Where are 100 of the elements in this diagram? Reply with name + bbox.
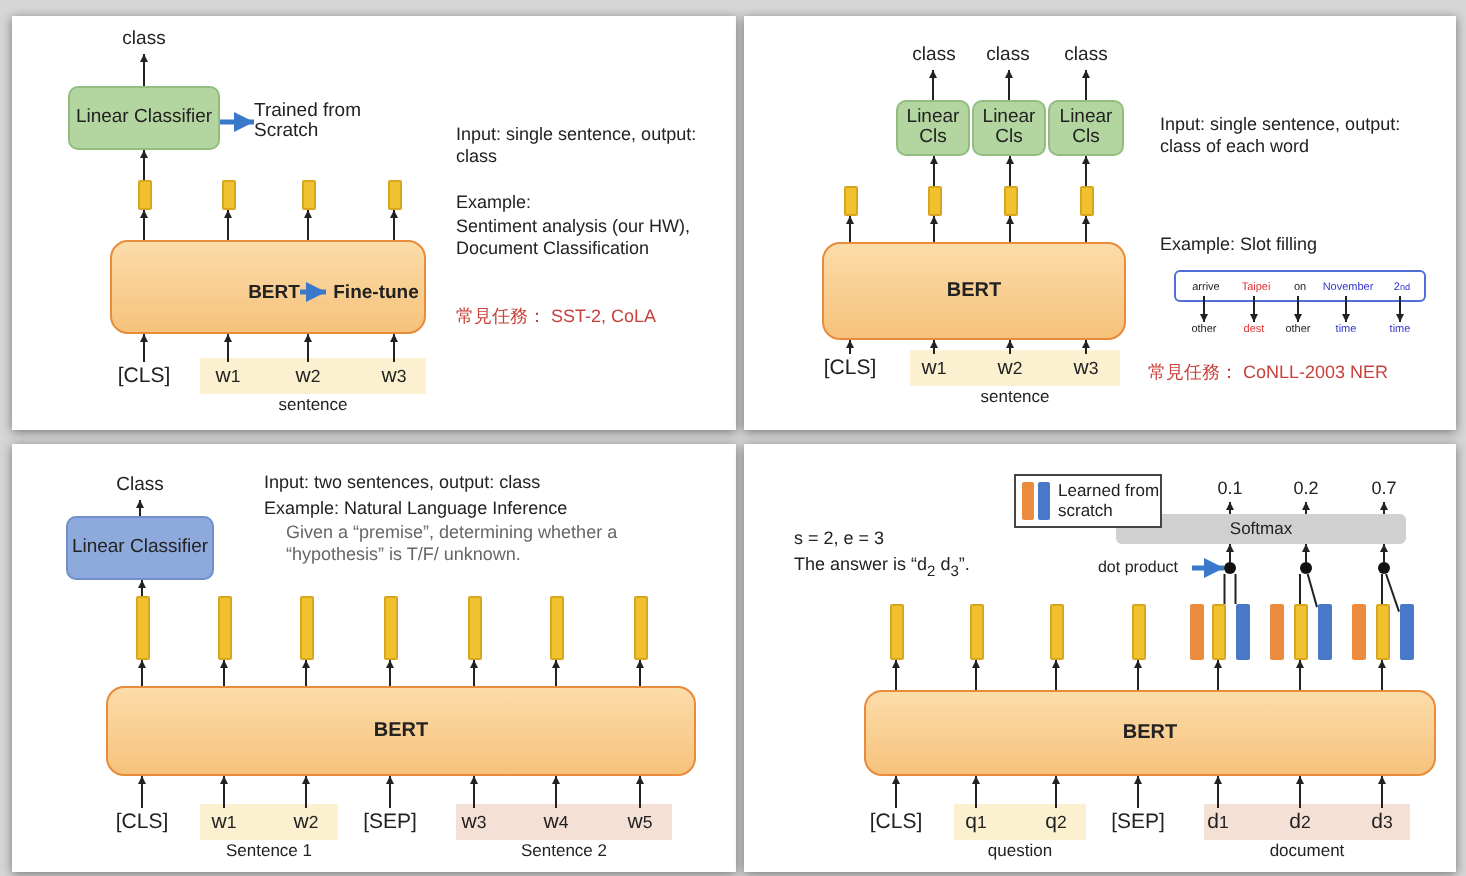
arrow: [1006, 155, 1014, 187]
example-heading: Example:: [456, 192, 534, 214]
connector-line: [1385, 573, 1400, 613]
model-box: BERT: [864, 690, 1436, 776]
arrow: [930, 215, 938, 243]
speech-bubble: [1174, 270, 1426, 302]
arrow: [390, 333, 398, 363]
arrow: [470, 659, 478, 687]
token-label: [CLS]: [116, 808, 168, 838]
arrow: [1302, 501, 1310, 515]
group-label: Sentence 1: [223, 840, 314, 861]
group-label: document: [1267, 840, 1347, 861]
model-box: BERT: [822, 242, 1126, 340]
model-box: [110, 240, 426, 334]
model-label: BERT: [246, 280, 302, 308]
arrow: [1052, 775, 1060, 809]
output-label: class: [978, 42, 1038, 70]
example-heading: Example: Slot filling: [1160, 234, 1320, 256]
probability-value: 0.1: [1206, 478, 1254, 502]
group-label: sentence: [276, 394, 350, 415]
arrow: [636, 659, 644, 687]
example-text: Given a “premise”, determining whether a “hypothesis” is T/F/ unknown.: [286, 522, 620, 566]
arrow: [1302, 543, 1310, 563]
group-label: sentence: [978, 386, 1052, 407]
arrow: [1380, 543, 1388, 563]
dataset-note: 常見任務： CoNLL-2003 NER: [1148, 362, 1391, 384]
probability-value: 0.2: [1282, 478, 1330, 502]
answer-note: The answer is “d$_{2}$ d$_{3}$”.: [794, 554, 972, 580]
classifier-box: Linear Cls: [896, 100, 970, 156]
arrow: [300, 282, 326, 302]
softmax-box: Softmax: [1116, 514, 1406, 544]
probability-value: 0.7: [1360, 478, 1408, 502]
arrow: [1296, 775, 1304, 809]
example-heading: Example: Natural Language Inference: [264, 498, 570, 520]
annotation-text: Fine-tune: [328, 280, 424, 308]
arrow: [304, 333, 312, 363]
arrow: [390, 209, 398, 241]
connector-line: [1306, 573, 1318, 609]
group-label: Sentence 2: [518, 840, 609, 861]
arrow: [892, 775, 900, 809]
arrow: [224, 209, 232, 241]
connector-line: [1223, 573, 1226, 605]
arrow: [140, 149, 148, 181]
arrow: [1006, 339, 1014, 355]
token-label: [SEP]: [364, 808, 416, 838]
arrow: [1134, 775, 1142, 809]
arrow: [892, 659, 900, 691]
arrow: [1082, 69, 1090, 101]
arrow: [1380, 501, 1388, 515]
arrow: [929, 69, 937, 101]
arrow: [1378, 775, 1386, 809]
arrow: [1082, 339, 1090, 355]
annotation-text: Trained from Scratch: [254, 94, 398, 150]
token-label: [CLS]: [870, 808, 922, 838]
arrow: [1082, 215, 1090, 243]
task-description: Input: single sentence, output: class of each word: [1160, 114, 1403, 158]
arrow: [1294, 295, 1302, 323]
arrow: [304, 209, 312, 241]
task-description: Input: two sentences, output: class: [264, 472, 543, 494]
output-label: Class: [112, 474, 168, 500]
token-label: [CLS]: [824, 354, 876, 384]
arrow: [1296, 659, 1304, 691]
arrow: [552, 659, 560, 687]
arrow: [1378, 659, 1386, 691]
arrow: [220, 775, 228, 809]
dataset-note: 常見任務： SST-2, CoLA: [456, 306, 659, 328]
example-text: Sentiment analysis (our HW), Document Classification: [456, 216, 692, 260]
arrow: [1006, 215, 1014, 243]
arrow: [302, 659, 310, 687]
arrow: [138, 579, 146, 597]
arrow: [386, 775, 394, 809]
arrow: [140, 209, 148, 241]
model-box: BERT: [106, 686, 696, 776]
group-label: question: [985, 840, 1055, 861]
arrow: [140, 53, 148, 87]
arrow: [1226, 543, 1234, 563]
arrow: [1192, 558, 1224, 578]
arrow: [636, 775, 644, 809]
arrow: [1082, 155, 1090, 187]
arrow: [220, 112, 254, 132]
arrow: [302, 775, 310, 809]
arrow: [1342, 295, 1350, 323]
task-description: Input: single sentence, output: class: [456, 124, 699, 168]
arrow: [220, 659, 228, 687]
classifier-box: Linear Classifier: [68, 86, 220, 150]
arrow: [1005, 69, 1013, 101]
arrow: [1396, 295, 1404, 323]
arrow: [1134, 659, 1142, 691]
arrow: [1200, 295, 1208, 323]
classifier-box: Linear Classifier: [66, 516, 214, 580]
classifier-box: Linear Cls: [972, 100, 1046, 156]
arrow: [930, 155, 938, 187]
connector-line: [1381, 573, 1383, 605]
arrow: [136, 499, 144, 517]
classifier-box: Linear Cls: [1048, 100, 1124, 156]
arrow: [1214, 775, 1222, 809]
output-label: class: [904, 42, 964, 70]
arrow: [138, 775, 146, 809]
output-label: class: [114, 26, 174, 54]
span-note: s = 2, e = 3: [794, 528, 887, 550]
